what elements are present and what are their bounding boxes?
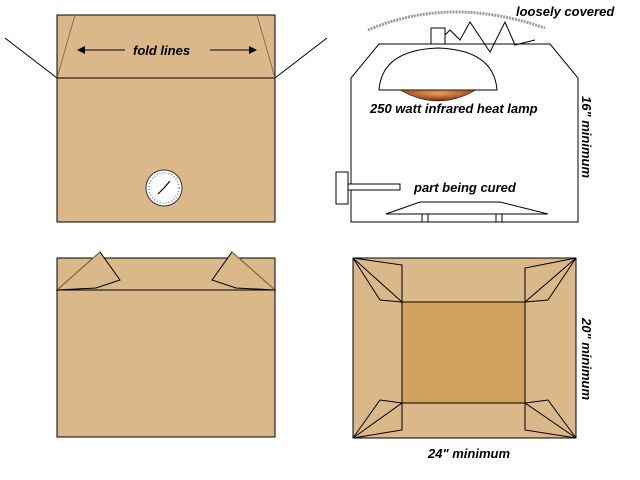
heat-lamp-label: 250 watt infrared heat lamp xyxy=(369,101,538,116)
fold-lines-label: fold lines xyxy=(133,43,190,58)
folding-box-panel xyxy=(55,251,277,438)
corner-fold-br xyxy=(524,402,577,439)
corner-fold-bl xyxy=(352,402,403,439)
cross-section-panel: 250 watt infrared heat lamp loosely cove… xyxy=(335,4,615,223)
loosely-covered-label: loosely covered xyxy=(516,4,615,19)
thermometer-icon xyxy=(145,169,183,207)
left-flap-edge xyxy=(56,251,101,291)
corner-fold-br-inner xyxy=(524,399,577,439)
top-view-inner-pocket xyxy=(401,301,526,404)
part-cured-label: part being cured xyxy=(413,180,517,195)
depth-minimum-label: 20" minimum xyxy=(579,317,594,400)
corner-fold-tr-inner xyxy=(524,257,577,303)
corner-fold-tl-inner xyxy=(352,257,403,303)
fold-line-left xyxy=(56,14,76,79)
fold-line-right xyxy=(256,14,276,79)
top-view-panel: 20" minimum 24" minimum xyxy=(352,257,594,461)
corner-fold-bl-inner xyxy=(352,399,403,439)
thermometer-probe-icon xyxy=(335,171,401,205)
right-side-flap xyxy=(274,37,328,79)
corner-fold-tl xyxy=(352,257,403,304)
lamp-socket xyxy=(430,27,446,45)
heat-lamp-dome xyxy=(378,47,498,91)
back-flap xyxy=(56,14,276,79)
folding-box-front xyxy=(56,289,276,438)
lamp-cord xyxy=(437,20,536,53)
corner-fold-tr xyxy=(524,257,577,304)
loose-cover-arc xyxy=(367,10,546,32)
curing-part xyxy=(385,201,549,223)
left-side-flap xyxy=(4,37,58,79)
heat-lamp-bulb xyxy=(399,89,477,102)
width-minimum-label: 24" minimum xyxy=(427,446,510,461)
open-box-panel: fold lines xyxy=(4,14,328,223)
height-minimum-label: 16" minimum xyxy=(579,96,594,178)
right-flap-edge xyxy=(231,251,276,291)
